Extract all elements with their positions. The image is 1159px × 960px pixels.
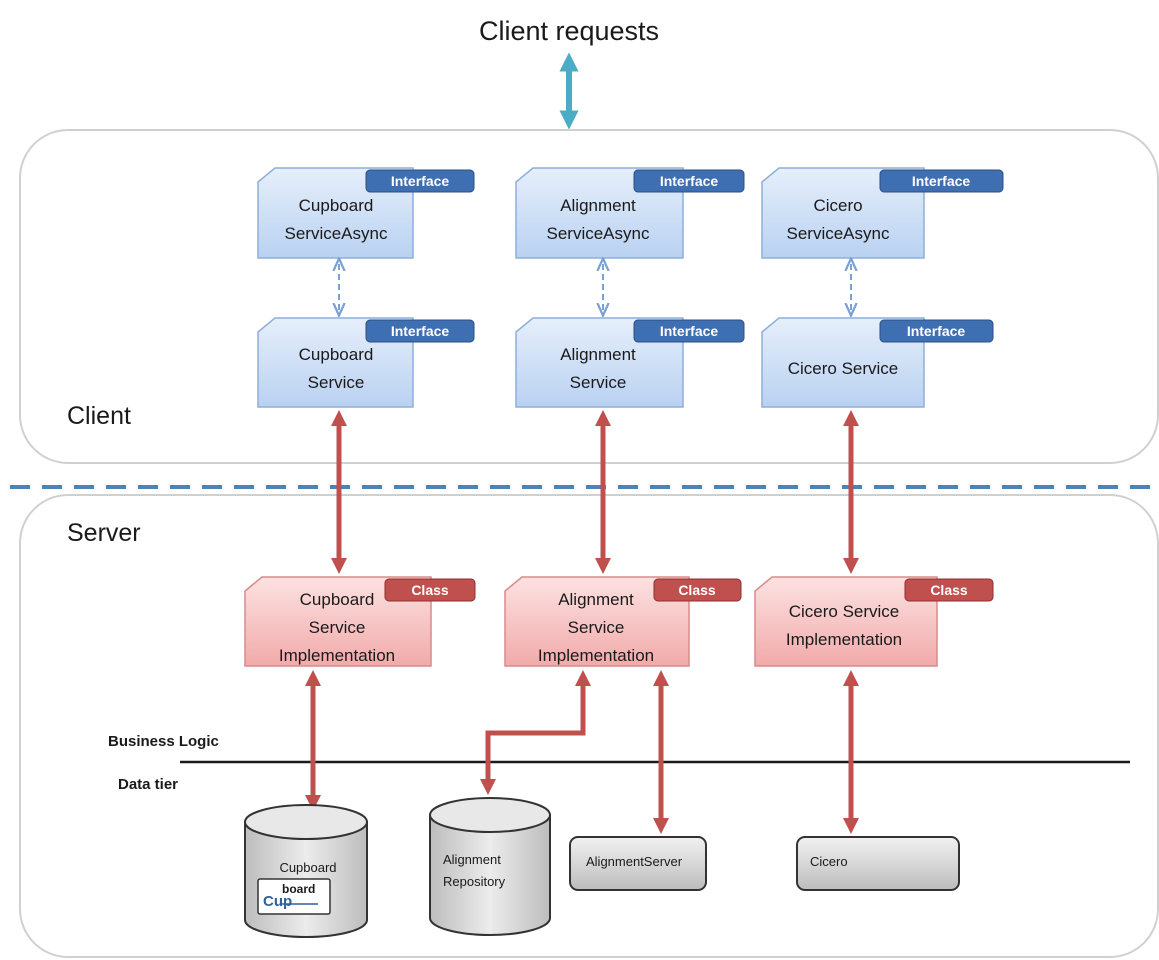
- interface-badge: Interface: [912, 173, 971, 189]
- interface-badge: Interface: [660, 323, 719, 339]
- business-logic-label: Business Logic: [108, 733, 219, 750]
- box-label-line1: Cicero Service: [789, 602, 900, 621]
- cupboard-logo: [257, 878, 331, 915]
- box-label-line2: Service: [309, 618, 366, 637]
- data-arrow-alignment-repository: [479, 669, 592, 796]
- alignment-repository-database: Alignment Repository: [429, 797, 551, 936]
- box-label-line1: Cupboard: [299, 196, 374, 215]
- cupboard-logo-text-bottom: Cup: [263, 893, 292, 910]
- box-label-line1: Alignment: [560, 345, 636, 364]
- box-label-line1: Cicero Service: [788, 359, 899, 378]
- alignment-server: AlignmentServer: [569, 836, 707, 891]
- cupboard-service-implementation: Class Cupboard Service Implementation: [244, 576, 476, 667]
- box-label-line2: Implementation: [786, 630, 902, 649]
- repository-label-line1: Alignment: [443, 852, 501, 867]
- box-label-line2: Service: [568, 618, 625, 637]
- interface-badge: Interface: [660, 173, 719, 189]
- class-badge: Class: [930, 582, 968, 598]
- cicero-service-interface: Interface Cicero Service: [761, 317, 994, 408]
- repository-label-line2: Repository: [443, 874, 506, 889]
- cupboard-service-async-interface: Interface Cupboard ServiceAsync: [257, 167, 475, 259]
- box-label-line3: Implementation: [279, 646, 395, 665]
- alignment-service-implementation: Class Alignment Service Implementation: [504, 576, 742, 667]
- box-label-line1: Alignment: [560, 196, 636, 215]
- box-label-line2: Service: [308, 373, 365, 392]
- data-tier-label: Data tier: [118, 776, 178, 793]
- class-badge: Class: [678, 582, 716, 598]
- box-label-line3: Implementation: [538, 646, 654, 665]
- cupboard-db-label: Cupboard: [279, 860, 336, 875]
- box-label-line2: ServiceAsync: [787, 224, 890, 243]
- cicero-label: Cicero: [810, 854, 848, 869]
- cupboard-logo-text-top: board: [282, 882, 315, 896]
- cupboard-service-interface: Interface Cupboard Service: [257, 317, 475, 408]
- cicero-system: Cicero: [796, 836, 960, 891]
- class-badge: Class: [411, 582, 449, 598]
- interface-badge: Interface: [391, 323, 450, 339]
- box-label-line1: Cicero: [813, 196, 862, 215]
- box-label-line1: Cupboard: [299, 345, 374, 364]
- client-section-label: Client: [67, 402, 131, 430]
- diagram-title: Client requests: [479, 16, 659, 46]
- box-label-line2: ServiceAsync: [285, 224, 388, 243]
- cicero-service-async-interface: Interface Cicero ServiceAsync: [761, 167, 1004, 259]
- box-label-line2: Service: [570, 373, 627, 392]
- interface-badge: Interface: [907, 323, 966, 339]
- alignment-service-interface: Interface Alignment Service: [515, 317, 745, 408]
- server-section-label: Server: [67, 519, 141, 547]
- cupboard-database: Cupboard board Cup: [244, 804, 368, 938]
- box-label-line1: Alignment: [558, 590, 634, 609]
- box-label-line2: ServiceAsync: [547, 224, 650, 243]
- cicero-service-implementation: Class Cicero Service Implementation: [754, 576, 994, 667]
- alignment-server-label: AlignmentServer: [586, 854, 683, 869]
- alignment-service-async-interface: Interface Alignment ServiceAsync: [515, 167, 745, 259]
- interface-badge: Interface: [391, 173, 450, 189]
- box-label-line1: Cupboard: [300, 590, 375, 609]
